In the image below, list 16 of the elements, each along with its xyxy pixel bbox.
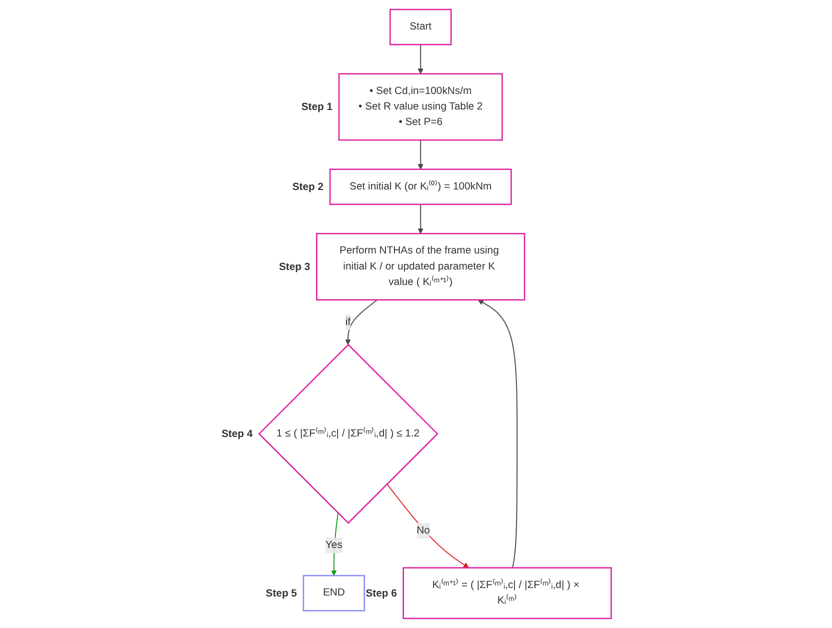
- step-label: Step 5: [265, 588, 297, 600]
- step-label: Step 4: [221, 429, 252, 440]
- process-box: Set initial K (or Kᵢ⁽⁰⁾) = 100kNm: [329, 168, 512, 206]
- process-box: Perform NTHAs of the frame using initial K / or updated parameter K value ( Kᵢ⁽ᵐ⁺¹⁾): [316, 232, 525, 301]
- edge-label: if: [345, 314, 350, 330]
- step-label: Step 6: [365, 588, 396, 600]
- step-label: Step 3: [278, 262, 310, 273]
- terminal-box: END: [302, 574, 365, 612]
- process-box: • Set Cd,in=100kNs/m • Set R value using Table 2 • Set P=6: [338, 73, 502, 141]
- step-label: Step 1: [301, 102, 332, 114]
- terminal-box: Start: [389, 8, 452, 46]
- decision-diamond: 1 ≤ ( |ΣF⁽ᵐ⁾ᵢ,c| / |ΣF⁽ᵐ⁾ᵢ,d| ) ≤ 1.2: [258, 344, 438, 524]
- edge-label: Yes: [325, 538, 342, 554]
- process-box: Kᵢ⁽ᵐ⁺¹⁾ = ( |ΣF⁽ᵐ⁾ᵢ,c| / |ΣF⁽ᵐ⁾ᵢ,d| ) × Kᵢ⁽ᵐ⁾: [402, 567, 612, 620]
- step-label: Step 2: [292, 182, 324, 194]
- edge-label: No: [416, 523, 430, 539]
